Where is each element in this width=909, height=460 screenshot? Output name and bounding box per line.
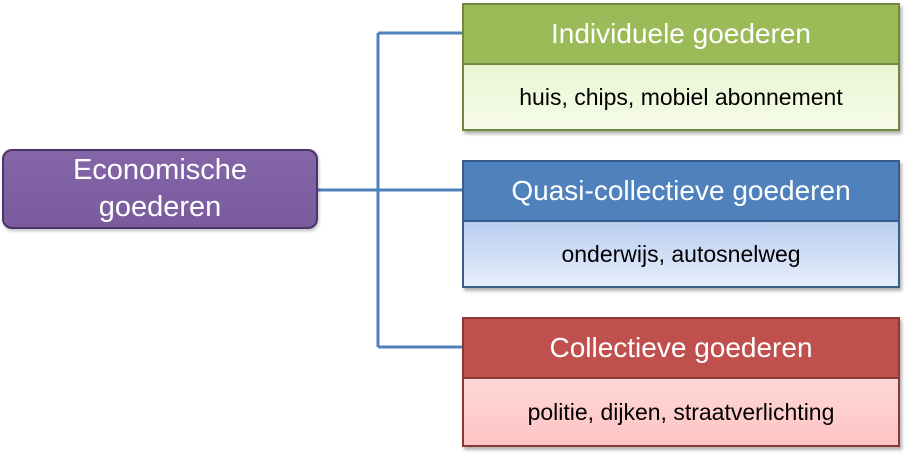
branch-examples: onderwijs, autosnelweg [462,220,900,288]
root-label: Economische goederen [73,152,247,226]
branch-individual-goods: Individuele goederen huis, chips, mobiel… [462,3,900,131]
branch-examples: huis, chips, mobiel abonnement [462,63,900,131]
branch-collective-goods: Collectieve goederen politie, dijken, st… [462,317,900,447]
branch-quasi-collective-goods: Quasi-collectieve goederen onderwijs, au… [462,160,900,288]
branch-title: Quasi-collectieve goederen [462,160,900,220]
branch-examples: politie, dijken, straatverlichting [462,377,900,447]
root-node: Economische goederen [2,149,318,229]
root-label-line2: goederen [98,191,222,223]
branch-title: Collectieve goederen [462,317,900,377]
root-label-line1: Economische [72,154,248,186]
branch-title: Individuele goederen [462,3,900,63]
